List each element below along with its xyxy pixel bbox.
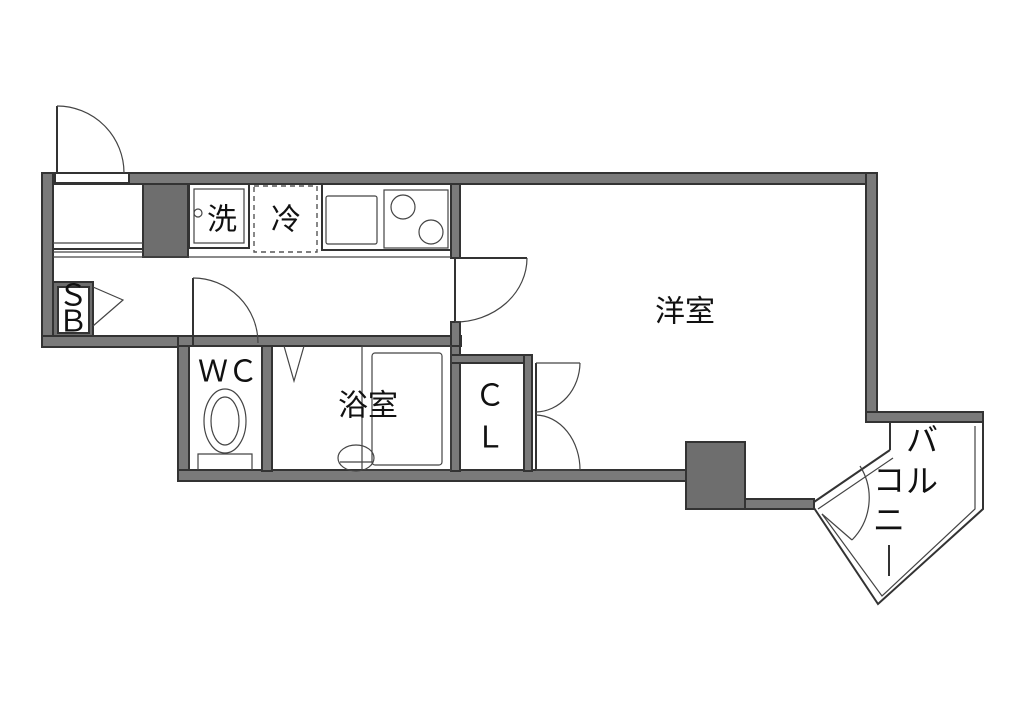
closet: Ｃ Ｌ	[459, 362, 581, 471]
balcony-char-2: ル	[906, 462, 938, 500]
entrance	[52, 105, 451, 258]
wc: ＷＣ	[188, 277, 263, 471]
kitchen: 洗 冷	[188, 183, 452, 253]
shoebox: Ｓ Ｂ	[52, 279, 125, 340]
balcony: バ ル コ ニ	[813, 421, 984, 606]
outer-walls	[41, 172, 984, 510]
pillar-entrance	[142, 183, 189, 258]
western-room-door	[454, 257, 528, 323]
washer-label: 洗	[207, 203, 237, 238]
burner-icon	[418, 219, 444, 245]
bathroom: 浴室	[271, 345, 452, 472]
fridge-label: 冷	[271, 203, 301, 238]
pillar-bottom	[685, 441, 746, 510]
western-room: 洋室	[655, 295, 715, 330]
bathroom-label: 浴室	[338, 389, 398, 424]
shoebox-s-label: Ｓ	[58, 279, 88, 314]
balcony-char-4: ニ	[873, 501, 905, 539]
shoebox-b-label: Ｂ	[58, 305, 88, 340]
balcony-char-1: バ	[906, 421, 938, 459]
wc-label: ＷＣ	[198, 355, 258, 390]
closet-l-label: Ｌ	[475, 421, 505, 456]
balcony-char-3: コ	[873, 461, 905, 499]
western-room-label: 洋室	[655, 295, 715, 330]
burner-icon	[390, 194, 416, 220]
closet-c-label: Ｃ	[475, 379, 505, 414]
